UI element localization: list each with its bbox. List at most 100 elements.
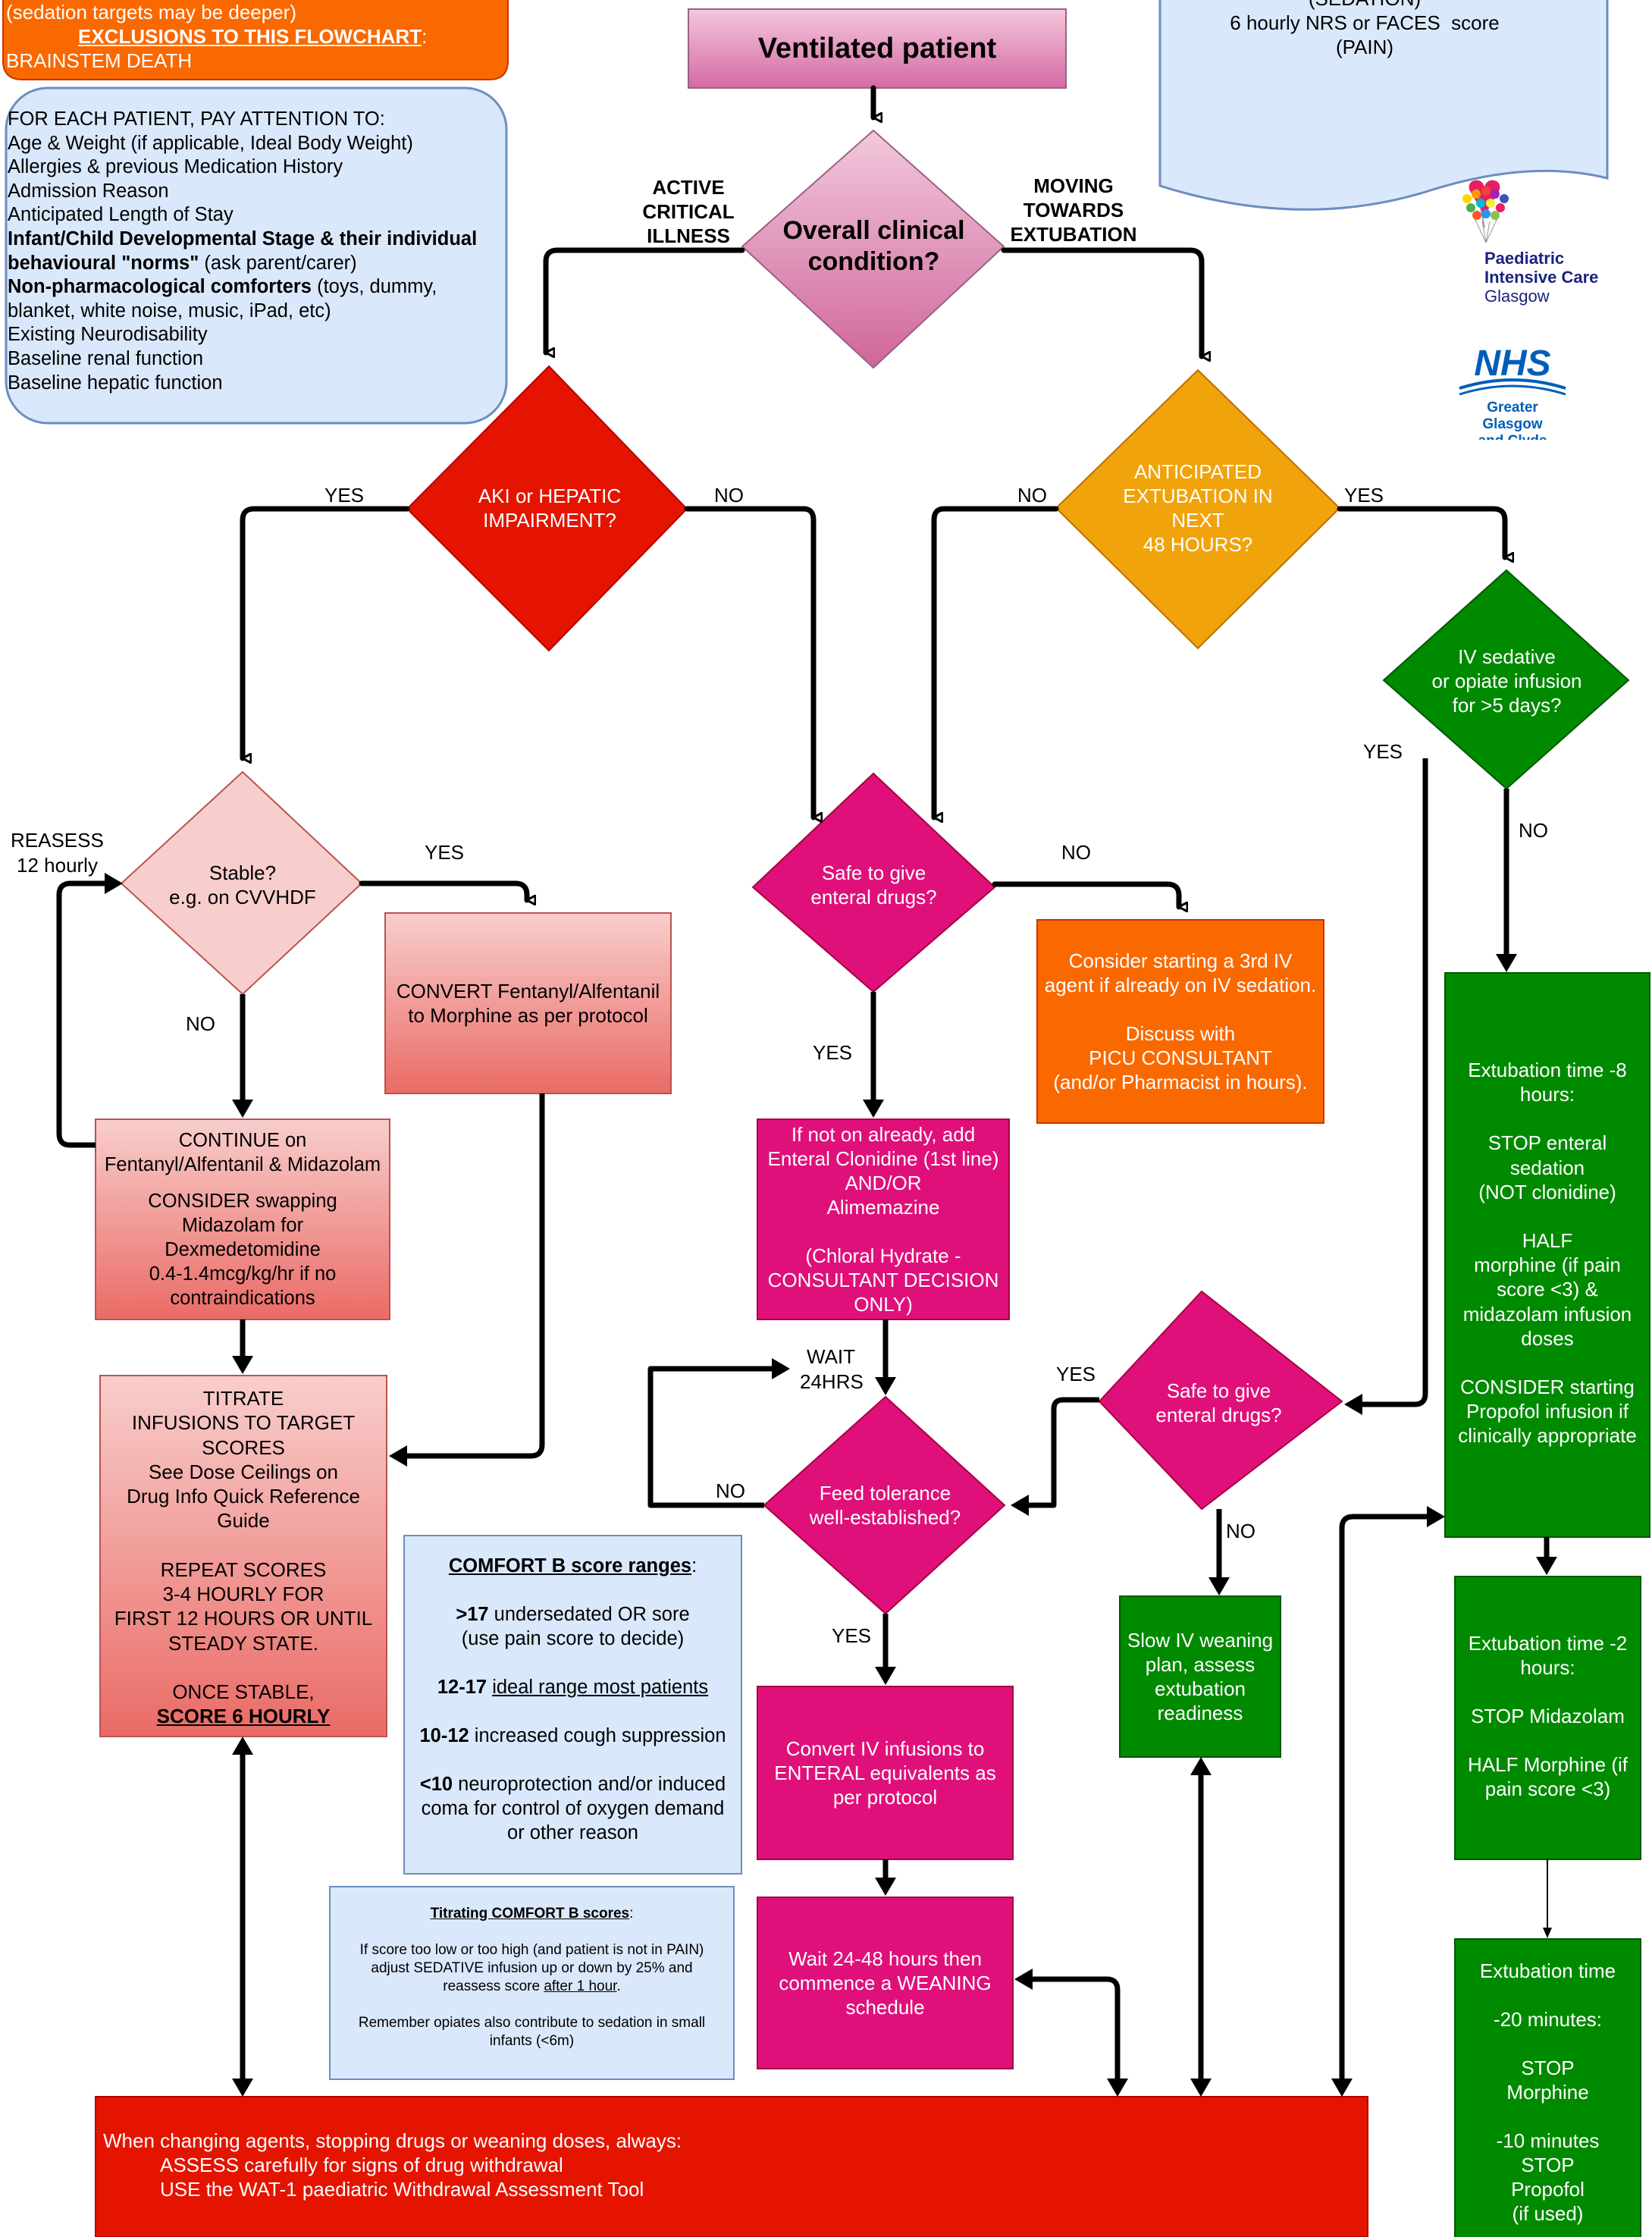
titrating-p1-line2: adjust SEDATIVE infusion up or down by 2… [371, 1960, 693, 1976]
ext2-line4: HALF Morphine (if [1468, 1753, 1628, 1776]
continue-line1: CONTINUE on [178, 1130, 307, 1151]
continue-box: CONTINUE on Fentanyl/Alfentanil & Midazo… [96, 1119, 390, 1319]
enteral2-text: Safe to give enteral drugs? [1126, 1376, 1312, 1429]
slow-wean-line4: readiness [1157, 1702, 1243, 1724]
third-agent-line5: (and/or Pharmacist in hours). [1053, 1071, 1308, 1093]
label-iv5-no: NO [1519, 819, 1548, 842]
connector-ext48-iv5 [1337, 506, 1505, 557]
nhs-logo-sub2: and Clyde [1478, 433, 1547, 440]
clonidine-line2: Enteral Clonidine (1st line) [767, 1147, 999, 1170]
label-ext48-yes: YES [1344, 484, 1384, 507]
titrating-p1-line3: reassess score [443, 1978, 544, 1994]
ext8-line10: doses [1521, 1326, 1574, 1350]
ext0-line5: -10 minutes [1496, 2129, 1600, 2152]
clonidine-line7: ONLY) [854, 1293, 913, 1316]
label-stable-no: NO [186, 1012, 215, 1035]
titrating-box: Titrating COMFORT B scores: If score too… [330, 1887, 734, 2079]
withdrawal-bar-shape [95, 2096, 1368, 2237]
clonidine-line6: CONSULTANT DECISION [767, 1269, 999, 1291]
label-reassess-2: 12 hourly [17, 854, 98, 877]
convert-fentanyl-box: CONVERT Fentanyl/Alfentanil to Morphine … [385, 913, 671, 1093]
enteral2-line2: enteral drugs? [1155, 1404, 1282, 1426]
extubation2-box: Extubation time -2 hours: STOP Midazolam… [1455, 1577, 1641, 1859]
enteral1-line1: Safe to give [821, 861, 926, 884]
continue-line5: Dexmedetomidine [165, 1239, 321, 1260]
label-iv5-yes: YES [1363, 740, 1403, 763]
overall-condition-diamond [741, 129, 1005, 369]
convert-enteral-line1: Convert IV infusions to [785, 1737, 985, 1760]
ext8-line13: clinically appropriate [1458, 1424, 1637, 1448]
comfort-title: COMFORT B score ranges [448, 1555, 692, 1577]
enteral1-line2: enteral drugs? [810, 886, 937, 908]
aki-line1: AKI or HEPATIC [478, 485, 622, 507]
iv5-line3: for >5 days? [1452, 694, 1562, 717]
wait-wean-line1: Wait 24-48 hours then [788, 1947, 982, 1970]
third-agent-line3: Discuss with [1125, 1022, 1236, 1045]
ext48-line1: ANTICIPATED [1133, 460, 1262, 483]
wait-wean-box: Wait 24-48 hours then commence a WEANING… [757, 1897, 1013, 2069]
ext2-line3: STOP Midazolam [1471, 1705, 1625, 1727]
extubation8-box: Extubation time -8 hours: STOP enteral s… [1445, 973, 1650, 1537]
convert-fentanyl-line2: to Morphine as per protocol [408, 1004, 648, 1027]
comfort-r1-key: >17 [456, 1604, 489, 1625]
attention-item: blanket, white noise, music, iPad, etc) [8, 300, 331, 322]
ext8-line12: Propofol infusion if [1466, 1400, 1628, 1423]
exclusions-note-line1: (sedation targets may be deeper) [6, 1, 296, 24]
attention-item: behavioural "norms" [8, 252, 199, 274]
titrate-shape [99, 1375, 387, 1737]
extubation0-box: Extubation time -20 minutes: STOP Morphi… [1455, 1939, 1641, 2237]
aki-line2: IMPAIRMENT? [483, 509, 616, 532]
ext0-line7: Propofol [1511, 2178, 1585, 2201]
feed-line2: well-established? [809, 1506, 961, 1529]
slow-wean-line1: Slow IV weaning [1127, 1629, 1274, 1652]
extubation0-shape [1454, 1938, 1641, 2237]
slow-wean-box: Slow IV weaning plan, assess extubation … [1120, 1596, 1281, 1757]
moving-line2: TOWARDS [1023, 199, 1124, 221]
extubation8-shape [1444, 972, 1650, 1538]
active-line3: ILLNESS [647, 224, 730, 247]
convert-enteral-box: Convert IV infusions to ENTERAL equivale… [757, 1686, 1013, 1859]
enteral1-text: Safe to give enteral drugs? [781, 858, 967, 911]
third-agent-box: Consider starting a 3rd IV agent if alre… [1037, 920, 1324, 1123]
connector-aki-enteral1 [684, 506, 813, 817]
comfort-r3-key: 10-12 [419, 1725, 469, 1746]
label-stable-yes: YES [425, 841, 465, 864]
connector-enteral1-third [992, 881, 1179, 907]
ext2-line1: Extubation time -2 [1468, 1632, 1628, 1655]
continue-line7: contraindications [170, 1288, 315, 1309]
ext0-line1: Extubation time [1479, 1959, 1616, 1982]
attention-item: Age & Weight (if applicable, Ideal Body … [8, 132, 413, 154]
ext48-line3: NEXT [1171, 509, 1224, 532]
titrate-line10: STEADY STATE. [168, 1631, 318, 1655]
attention-heading: FOR EACH PATIENT, PAY ATTENTION TO: [8, 108, 385, 130]
iv5-text: IV sedative or opiate infusion for >5 da… [1410, 643, 1603, 719]
titrating-title: Titrating COMFORT B scores [430, 1906, 630, 1922]
connector-enteral2-feed [1020, 1397, 1099, 1508]
ext2-line5: pain score <3) [1484, 1777, 1611, 1800]
label-reassess-1: REASESS [11, 829, 104, 852]
third-agent-line2: agent if already on IV sedation. [1044, 974, 1317, 996]
clonidine-shape [757, 1118, 1010, 1320]
extubation2-shape [1454, 1576, 1641, 1860]
titrate-line3: SCORES [202, 1435, 285, 1459]
nhs-logo: NHS Greater Glasgow and Clyde [1456, 345, 1569, 440]
connector-ext48-enteral1 [931, 506, 1059, 817]
titrate-line12: SCORE 6 HOURLY [156, 1705, 331, 1728]
ext0-line6: STOP [1521, 2154, 1575, 2176]
exclusions-item: BRAINSTEM DEATH [6, 49, 193, 72]
start-label: Ventilated patient [757, 32, 997, 64]
stable-text: Stable? e.g. on CVVHDF [159, 858, 326, 911]
titrate-line8: 3-4 HOURLY FOR [162, 1583, 324, 1606]
continue-line3: CONSIDER swapping [148, 1191, 337, 1212]
picu-logo-graphic [1462, 180, 1509, 243]
overall-condition-text: Overall clinical condition? [751, 205, 997, 288]
comfort-r1-text: undersedated OR sore [488, 1604, 690, 1625]
active-line1: ACTIVE [652, 176, 725, 199]
continue-shape [95, 1118, 390, 1320]
ext48-line4: 48 HOURS? [1143, 533, 1253, 556]
connector-withdrawal-ext8 [1339, 1514, 1434, 2087]
enteral2-line1: Safe to give [1166, 1379, 1271, 1402]
comfort-ranges-box: COMFORT B score ranges: >17 undersedated… [404, 1536, 741, 1874]
score-document-shape [1158, 0, 1609, 211]
titrating-shape [329, 1886, 735, 2080]
